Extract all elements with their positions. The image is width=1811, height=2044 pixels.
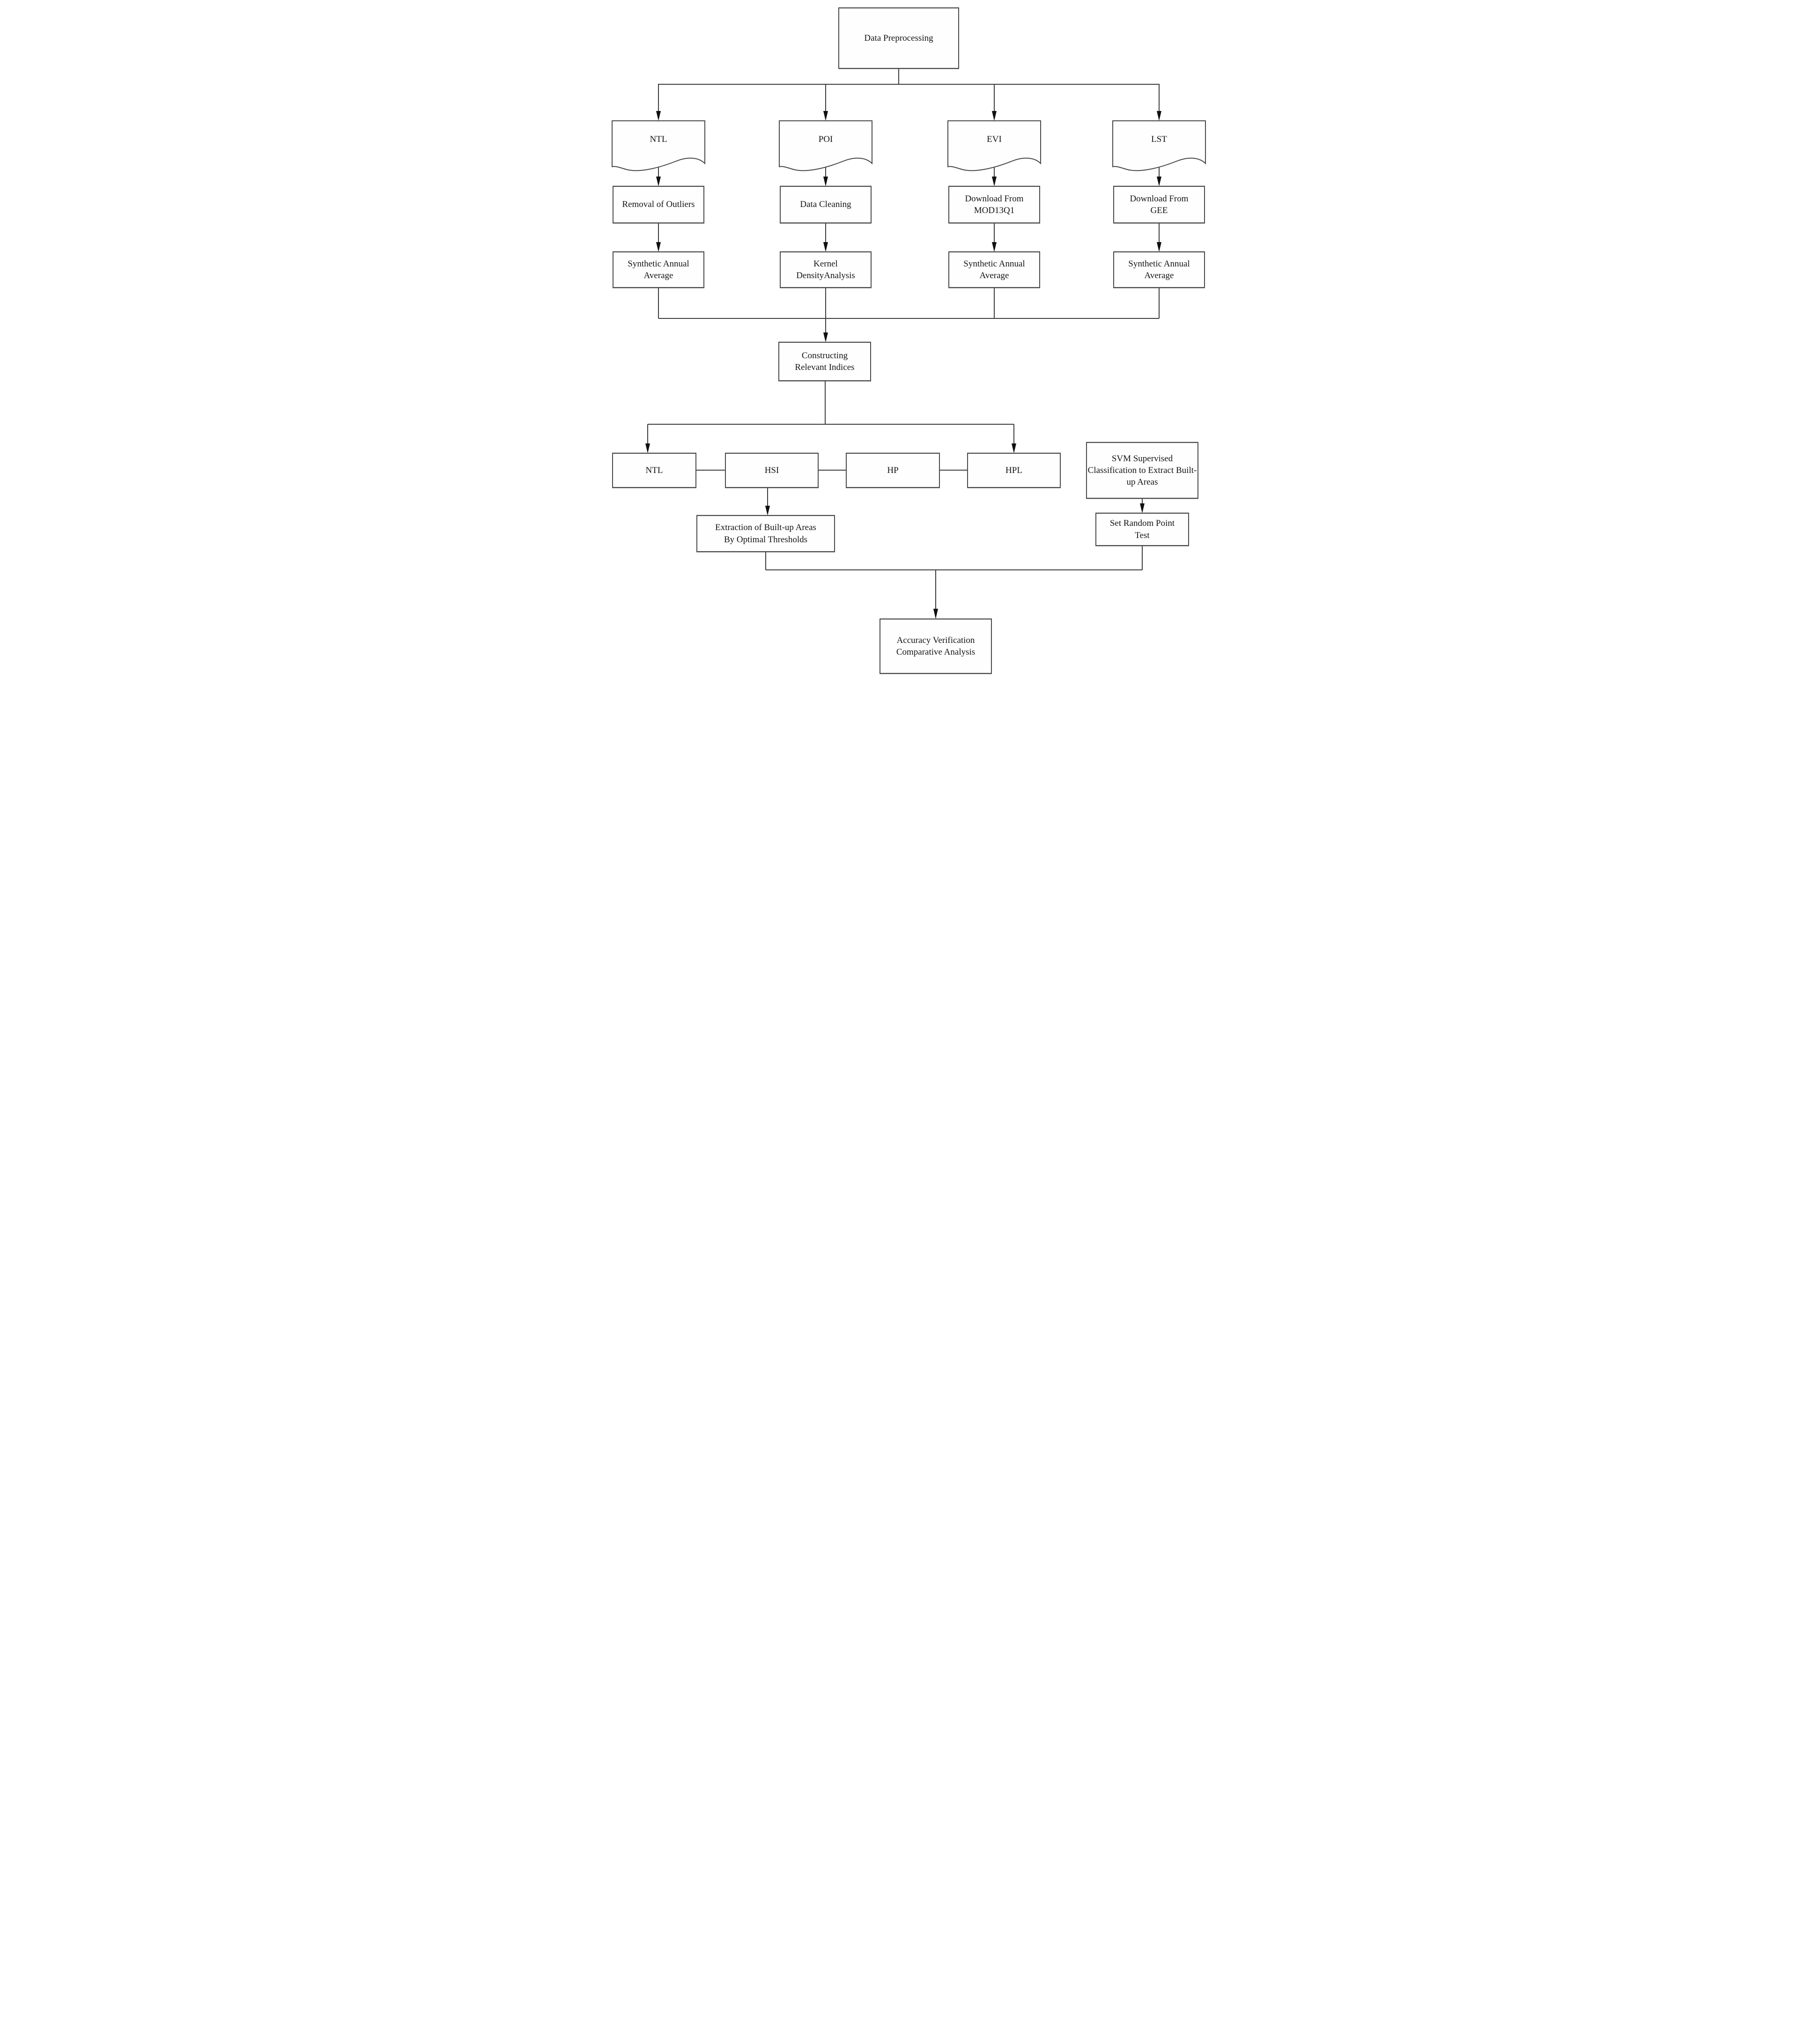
node-download-from-mod13q1: Download From MOD13Q1 (948, 186, 1040, 223)
node-ntl-source: NTL (612, 120, 705, 173)
node-constructing-relevant-indices: Constructing Relevant Indices (778, 342, 871, 381)
node-poi-source: POI (779, 120, 872, 173)
node-hp-index: HP (846, 453, 940, 488)
node-label: Removal of Outliers (622, 199, 695, 210)
node-label: EVI (987, 134, 1002, 144)
node-label: HSI (764, 465, 779, 475)
node-label: Constructing Relevant Indices (795, 350, 855, 372)
node-label: Set Random Point Test (1109, 518, 1175, 540)
node-synthetic-annual-average-lst: Synthetic Annual Average (1113, 251, 1205, 288)
node-data-preprocessing: Data Preprocessing (838, 7, 959, 69)
node-kernel-density-analysis: Kernel DensityAnalysis (780, 251, 872, 288)
node-synthetic-annual-average-ntl: Synthetic Annual Average (613, 251, 704, 288)
node-svm-supervised-classification: SVM Supervised Classification to Extract… (1086, 442, 1198, 499)
node-removal-of-outliers: Removal of Outliers (613, 186, 704, 223)
node-hsi-index: HSI (725, 453, 819, 488)
document-shape (1112, 120, 1206, 171)
node-label: Download From MOD13Q1 (965, 193, 1024, 215)
node-label: Extraction of Built-up Areas By Optimal … (715, 523, 816, 545)
node-label: Download From GEE (1130, 193, 1189, 215)
document-shape (779, 120, 872, 171)
node-label: Synthetic Annual Average (963, 258, 1025, 280)
node-label: POI (818, 134, 833, 144)
node-synthetic-annual-average-evi: Synthetic Annual Average (948, 251, 1040, 288)
node-label: HPL (1005, 465, 1022, 475)
node-label: NTL (645, 465, 663, 475)
node-label: HP (887, 465, 899, 475)
node-label: Accuracy Verification Comparative Analys… (896, 635, 976, 657)
node-label: Synthetic Annual Average (628, 258, 689, 280)
node-download-from-gee: Download From GEE (1113, 186, 1205, 223)
node-evi-source: EVI (947, 120, 1041, 173)
node-label: Data Cleaning (800, 199, 851, 210)
node-label: Kernel DensityAnalysis (796, 258, 855, 280)
document-shape (947, 120, 1041, 171)
node-hpl-index: HPL (967, 453, 1061, 488)
flowchart-canvas: Data Preprocessing NTL POI EVI LST Remov… (604, 0, 1207, 681)
flow-connector-lines (645, 69, 1161, 619)
node-extraction-by-optimal-thresholds: Extraction of Built-up Areas By Optimal … (696, 515, 835, 552)
node-set-random-point-test: Set Random Point Test (1095, 513, 1189, 546)
node-label: LST (1151, 134, 1167, 144)
node-accuracy-verification: Accuracy Verification Comparative Analys… (880, 619, 992, 674)
node-lst-source: LST (1112, 120, 1206, 173)
node-label: Data Preprocessing (864, 33, 933, 43)
node-label: SVM Supervised Classification to Extract… (1087, 453, 1197, 487)
document-shape (612, 120, 705, 171)
node-data-cleaning: Data Cleaning (780, 186, 872, 223)
node-ntl-index: NTL (612, 453, 696, 488)
node-label: NTL (650, 134, 667, 144)
node-label: Synthetic Annual Average (1128, 258, 1190, 280)
